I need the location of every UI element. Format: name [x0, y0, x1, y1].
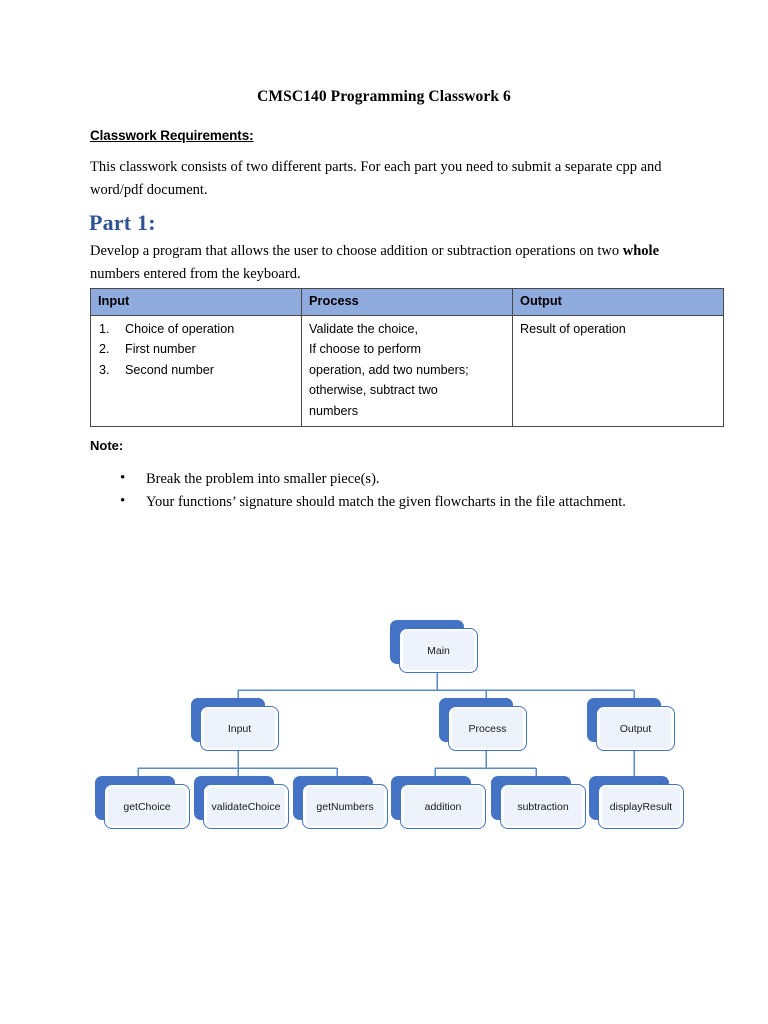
list-item: Break the problem into smaller piece(s). — [118, 467, 688, 491]
node-label: getNumbers — [316, 800, 374, 813]
node-shadow — [589, 776, 669, 820]
node-shadow — [191, 698, 265, 742]
node-inner-fill — [108, 787, 186, 826]
list-item: 2. First number — [98, 339, 294, 360]
node-inner-fill — [600, 709, 671, 748]
node-face — [399, 628, 478, 673]
table-cell-output: Result of operation — [512, 314, 724, 427]
node-shadow — [390, 620, 464, 664]
requirements-heading: Classwork Requirements: — [90, 128, 254, 143]
part-text-after: numbers entered from the keyboard. — [90, 266, 301, 282]
process-line: If choose to perform — [309, 342, 421, 356]
node-label: Input — [227, 722, 252, 735]
node-shadow — [293, 776, 373, 820]
node-inner-fill — [204, 709, 275, 748]
node-inner-fill — [403, 631, 474, 670]
node-inner-fill — [452, 709, 523, 748]
process-line: otherwise, subtract two — [309, 383, 438, 397]
node-inner-fill — [207, 787, 285, 826]
node-label: addition — [424, 800, 462, 813]
node-face — [448, 706, 527, 751]
node-label: getChoice — [123, 800, 171, 813]
node-label: Main — [427, 644, 450, 657]
list-item: Your functions’ signature should match t… — [118, 490, 688, 514]
part-text-bold: whole — [622, 243, 659, 259]
node-inner-fill — [602, 787, 680, 826]
process-line: Validate the choice, — [309, 321, 418, 336]
node-face — [400, 784, 486, 829]
process-line: numbers — [309, 403, 358, 418]
list-item-label: Second number — [125, 362, 214, 377]
table-header-process: Process — [301, 288, 513, 316]
node-shadow — [391, 776, 471, 820]
node-face — [104, 784, 190, 829]
list-item: 3. Second number — [98, 360, 294, 381]
process-line: operation, add two numbers; — [309, 362, 469, 377]
node-label: subtraction — [517, 800, 569, 813]
page-title: CMSC140 Programming Classwork 6 — [257, 88, 511, 105]
table-header-row: Input Process Output — [90, 288, 724, 316]
list-item-number: 2. — [99, 342, 110, 356]
table-header-input: Input — [90, 288, 302, 316]
node-shadow — [587, 698, 661, 742]
node-label: Output — [619, 722, 652, 735]
list-item-label: Choice of operation — [125, 321, 235, 336]
node-shadow — [491, 776, 571, 820]
node-inner-fill — [504, 787, 582, 826]
table-row: 1. Choice of operation 2. First number 3. S… — [90, 314, 724, 427]
part-text-before: Develop a program that allows the user t… — [90, 243, 623, 259]
node-label: displayResult — [609, 800, 673, 813]
node-shadow — [439, 698, 513, 742]
table-cell-process: Validate the choice, If choose to perfor… — [301, 314, 513, 427]
list-item: 1. Choice of operation — [98, 319, 294, 340]
table-header-output: Output — [512, 288, 724, 316]
note-heading: Note: — [90, 438, 124, 453]
node-face — [500, 784, 586, 829]
list-item-label: First number — [125, 342, 196, 356]
requirements-paragraph: This classwork consists of two different… — [90, 159, 662, 198]
list-item-number: 3. — [99, 362, 110, 377]
table-cell-input: 1. Choice of operation 2. First number 3. S… — [90, 314, 302, 427]
part-1-heading: Part 1: — [89, 210, 156, 235]
node-face — [598, 784, 684, 829]
part-1-paragraph: Develop a program that allows the user t… — [90, 240, 674, 286]
node-face — [596, 706, 675, 751]
node-label: Process — [468, 722, 507, 735]
list-item-number: 1. — [99, 321, 110, 336]
input-items-list: 1. Choice of operation 2. First number 3. S… — [98, 319, 294, 381]
node-face — [302, 784, 388, 829]
node-face — [203, 784, 289, 829]
node-label: validateChoice — [211, 800, 281, 813]
node-inner-fill — [404, 787, 482, 826]
node-shadow — [194, 776, 274, 820]
node-face — [200, 706, 279, 751]
note-bullet-list: Break the problem into smaller piece(s).… — [118, 467, 688, 514]
node-inner-fill — [306, 787, 384, 826]
node-shadow — [95, 776, 175, 820]
io-process-table: Input Process Output 1. Choice of operati… — [90, 288, 724, 427]
